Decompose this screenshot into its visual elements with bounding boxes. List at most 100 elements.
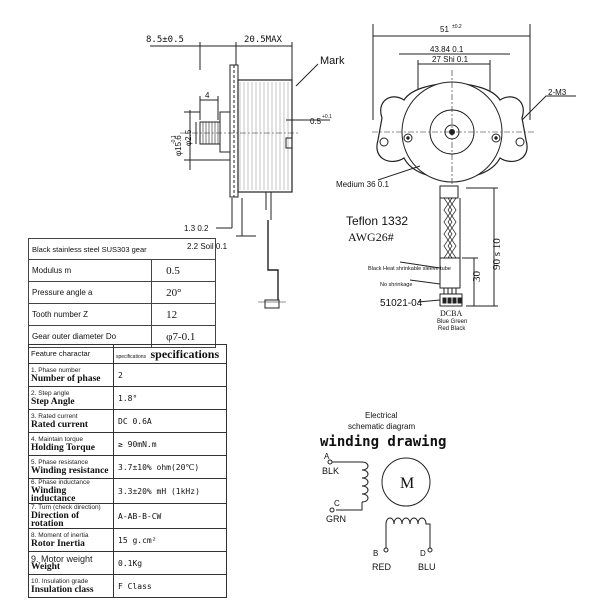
terminal-d-color: BLU	[418, 562, 436, 572]
side-view	[150, 42, 330, 309]
spec-key-small: 5. Phase resistance	[31, 459, 89, 466]
spec-key: 7. Turn (check direction)Direction of ro…	[28, 503, 114, 529]
wire-colors-1: Blue Green	[437, 319, 467, 325]
spec-value: 1.8°	[113, 386, 227, 410]
connector-part-number: 51021-04	[380, 298, 423, 309]
spec-key-big: Insulation class	[31, 585, 94, 595]
dim-gap: 0.5	[310, 117, 322, 126]
spec-header-label: Feature charactar	[28, 344, 114, 364]
sleeve-note: Black Heat shrinkable sleeve tube	[368, 266, 451, 272]
gear-row-value: φ7-0.1	[151, 325, 216, 348]
gear-row-value: 12	[151, 303, 216, 326]
terminal-a-color: BLK	[322, 466, 339, 476]
schematic-caption-1: Electrical	[365, 411, 398, 420]
spec-key-big: Weight	[31, 562, 61, 572]
front-view-labels: 51 ±0.2 43.84 0.1 27 Shi 0.1 2-M3 Medium…	[336, 24, 567, 332]
gear-row-label: Modulus m	[27, 259, 153, 282]
front-view	[372, 24, 576, 307]
spec-value: 0.1Kg	[113, 551, 227, 575]
spec-key-big: Step Angle	[31, 397, 75, 407]
terminal-b: B	[373, 549, 378, 558]
spec-value: F Class	[113, 574, 227, 598]
spec-header-big: specifications	[150, 347, 220, 361]
dim-sleeve-length: 30	[471, 271, 483, 283]
gear-row-value: 20°	[151, 281, 216, 304]
dim-total-width: 51	[440, 25, 449, 34]
dim-inner-diameter: 27 Shi 0.1	[432, 55, 469, 64]
table-row: Modulus m 0.5	[27, 259, 216, 282]
gear-row-label: Pressure angle a	[27, 281, 153, 304]
dim-4: 4	[205, 91, 210, 100]
terminal-d: D	[420, 549, 426, 558]
connector-pin-labels: DCBA	[440, 309, 462, 318]
teflon-label: Teflon 1332	[346, 214, 408, 228]
spec-key-small: 7. Turn (check direction)	[31, 504, 101, 512]
dim-flange-tolerance: -0.1	[171, 135, 177, 144]
awg-label: AWG26#	[348, 230, 394, 244]
dim-flange-diameter: φ15.6	[174, 135, 183, 156]
spec-key-small: 8. Moment of inertia	[31, 532, 89, 539]
dim-flange-thickness: 8.5±0.5	[146, 35, 184, 45]
table-header-row: Feature charactar specifications specifi…	[28, 344, 227, 364]
spec-key-small: 3. Rated current	[31, 413, 78, 420]
spec-value: 3.7±10% ohm(20℃)	[113, 455, 227, 479]
gear-spec-table: Black stainless steel SUS303 gear Modulu…	[27, 238, 216, 348]
winding-schematic	[327, 457, 433, 553]
spec-value: DC 0.6A	[113, 409, 227, 433]
terminal-b-color: RED	[372, 562, 392, 572]
dim-hole-spacing: 43.84 0.1	[430, 45, 464, 54]
spec-value: 3.3±20% mH (1kHz)	[113, 478, 227, 504]
mark-label: Mark	[320, 55, 345, 67]
spec-value: 15 g.cm²	[113, 528, 227, 552]
spec-key-big: Winding resistance	[31, 466, 109, 476]
terminal-c: C	[334, 499, 340, 508]
spec-key-big: Rated current	[31, 420, 89, 430]
dim-gap-tolerance: +0.1	[322, 114, 332, 120]
spec-key-small: 10. Insulation grade	[31, 578, 89, 585]
spec-key-small: 2. Step angle	[31, 390, 70, 397]
spec-header-tiny: specifications	[116, 354, 147, 360]
table-row: Gear outer diameter Do φ7-0.1	[27, 325, 216, 348]
schematic-labels: Electrical schematic diagram winding dra…	[320, 411, 446, 572]
spec-key-big: Winding inductance	[31, 486, 76, 504]
wire-colors-2: Red Black	[438, 326, 466, 332]
no-shrinkage-note: No shrinkage	[380, 282, 412, 288]
table-row: Pressure angle a 20°	[27, 281, 216, 304]
dim-lead-length: 90 s 10	[491, 238, 503, 270]
dim-shaft-diameter: φ2.5	[184, 129, 193, 146]
mounting-holes-label: 2-M3	[548, 88, 567, 97]
spec-key-big: Rotor Inertia	[31, 539, 85, 549]
spec-key-big: Number of phase	[31, 374, 101, 384]
dim-body-length: 20.5MAX	[244, 35, 283, 45]
spec-key-big: Holding Torque	[31, 443, 95, 453]
gear-table-title: Black stainless steel SUS303 gear	[28, 238, 216, 260]
gear-row-label: Tooth number Z	[27, 303, 153, 326]
dim-medium: Medium 36 0.1	[336, 180, 389, 189]
spec-value: A-AB-B-CW	[113, 503, 227, 529]
spec-key-small: 6. Phase inductance	[31, 479, 90, 487]
gear-row-value: 0.5	[151, 259, 216, 282]
spec-header-value: specifications specifications	[113, 344, 227, 364]
spec-key-big: Direction of rotation	[31, 511, 80, 529]
schematic-title: winding drawing	[320, 434, 446, 450]
spec-value: ≥ 90mN.m	[113, 432, 227, 456]
motor-symbol-label: M	[400, 475, 414, 492]
motor-spec-table: Feature charactar specifications specifi…	[28, 344, 227, 598]
